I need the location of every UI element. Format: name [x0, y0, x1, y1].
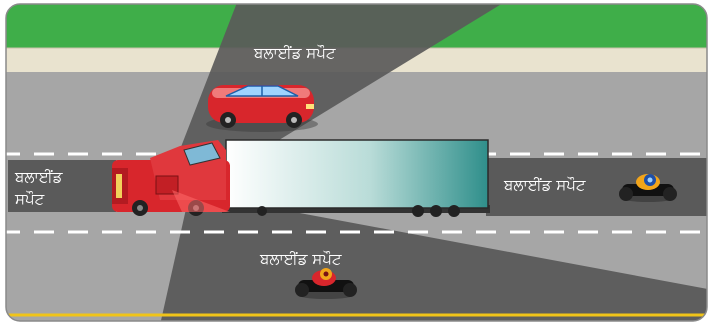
trailer	[222, 140, 490, 217]
blind-spot-label-bottom: ਬਲਾਈਂਡ ਸਪੌਟ	[259, 250, 342, 268]
blind-spot-label-left-line1: ਬਲਾਈਂਡ	[14, 168, 64, 186]
car	[206, 85, 318, 132]
blind-spot-label-right: ਬਲਾਈਂਡ ਸਪੌਟ	[503, 176, 586, 194]
blind-spot-label-top: ਬਲਾਈਂਡ ਸਪੌਟ	[253, 44, 336, 62]
blind-spot-label-left-line2: ਸਪੌਟ	[14, 190, 45, 208]
